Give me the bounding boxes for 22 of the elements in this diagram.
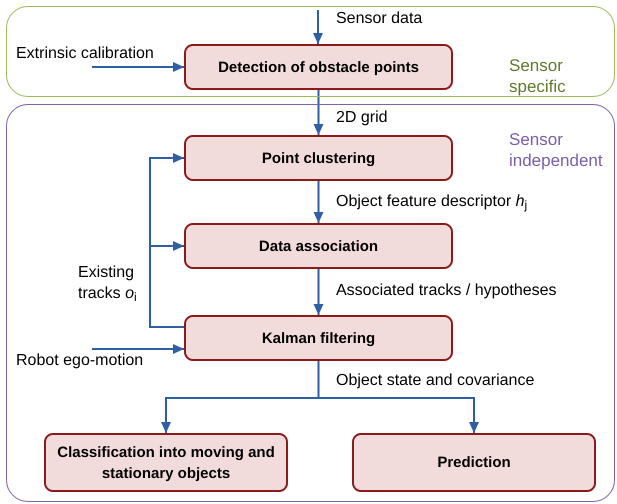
group-title: Sensor independent bbox=[509, 129, 604, 171]
arrow bbox=[313, 10, 323, 44]
arrow bbox=[318, 361, 479, 433]
arrow bbox=[314, 181, 324, 223]
edge-label: Associated tracks / hypotheses bbox=[334, 280, 559, 301]
edge-label: Object state and covariance bbox=[334, 370, 536, 391]
arrow bbox=[92, 62, 184, 72]
arrow bbox=[149, 241, 184, 328]
group-panel bbox=[6, 104, 615, 502]
edge-label: Object feature descriptor h$_{j}$ bbox=[334, 191, 530, 212]
arrow bbox=[314, 269, 324, 315]
arrow bbox=[92, 344, 184, 354]
process-box: Kalman filtering bbox=[184, 315, 453, 361]
process-box: Detection of obstacle points bbox=[184, 44, 453, 90]
group-title: Sensor specific bbox=[509, 55, 567, 97]
process-box: Point clustering bbox=[184, 135, 453, 181]
arrow bbox=[314, 90, 324, 135]
process-box: Classification into moving and stationary objects bbox=[44, 433, 288, 492]
process-box: Data association bbox=[184, 223, 453, 269]
edge-label: Robot ego-motion bbox=[14, 350, 146, 371]
group-panel bbox=[6, 6, 615, 97]
process-box: Prediction bbox=[352, 433, 596, 492]
